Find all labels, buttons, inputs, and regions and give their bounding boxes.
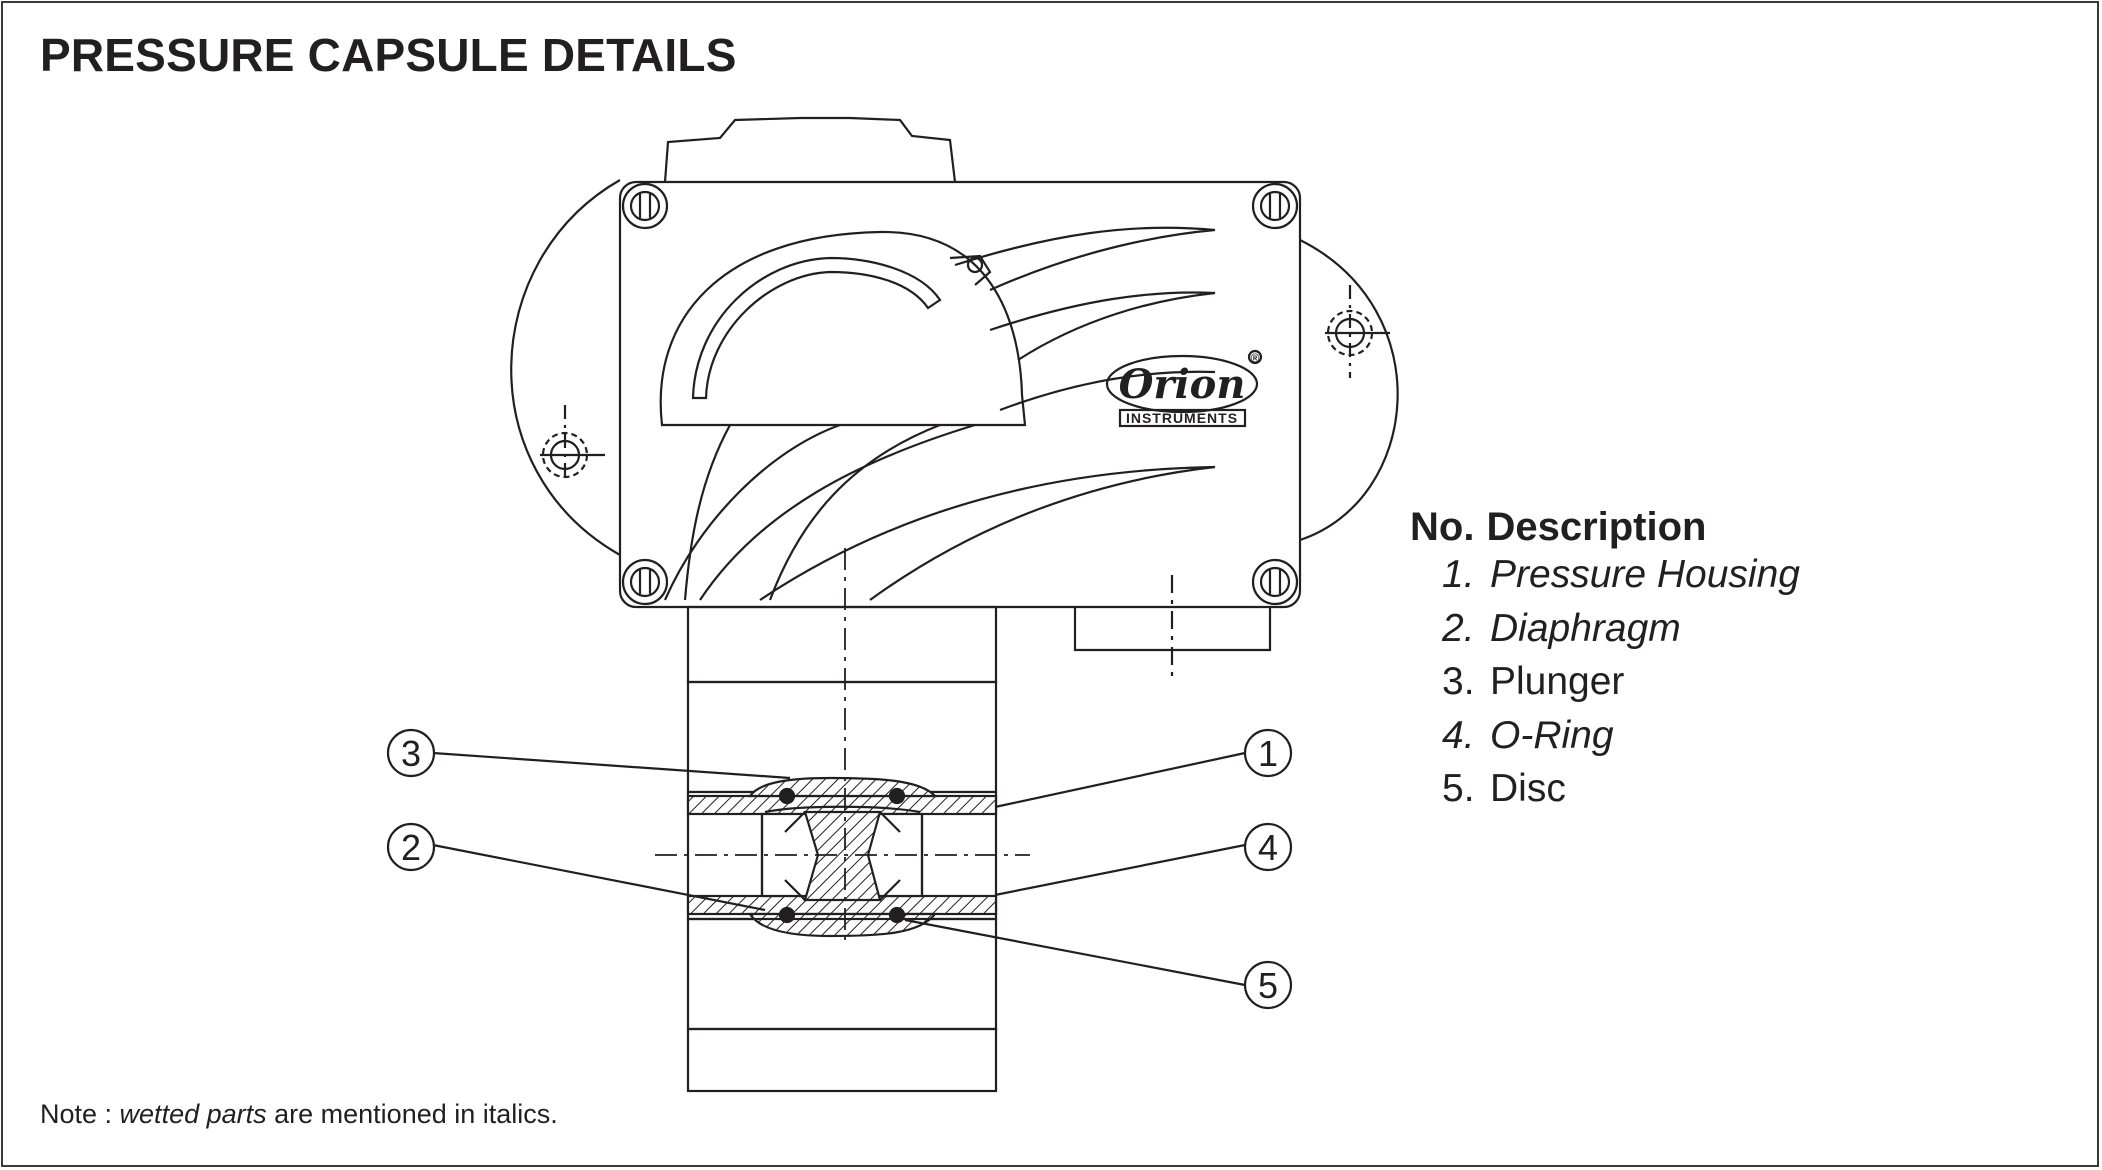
callout-1: 1 [1258, 733, 1278, 774]
callout-circle-5 [1243, 960, 1293, 1010]
swoosh-top [954, 226, 1216, 292]
legend-header-description: Description [1486, 505, 1707, 549]
legend-item-description: Plunger [1490, 660, 1625, 703]
callout-2: 2 [401, 827, 421, 868]
footnote-suffix: are mentioned in italics. [266, 1099, 558, 1129]
legend-item: 1. Pressure Housing [1410, 553, 1930, 607]
logo-registered-mark: ® [1251, 351, 1260, 365]
swoosh-lower [759, 465, 1216, 601]
dial-scale [691, 256, 942, 400]
legend-item-description: Diaphragm [1490, 606, 1681, 650]
legend-header: No.Description [1410, 505, 1930, 553]
legend-header-no: No. [1410, 505, 1475, 549]
leader-1 [994, 751, 1246, 809]
callout-3: 3 [401, 733, 421, 774]
corner-screws [621, 182, 1299, 606]
leader-2 [432, 843, 766, 912]
legend: No.Description 1. Pressure Housing 2. Di… [1410, 505, 1930, 821]
legend-item-number: 3. [1442, 660, 1475, 703]
footnote-italic-part: wetted parts [119, 1099, 267, 1129]
callout-circle-1 [1243, 728, 1293, 778]
pressure-capsule-section [686, 776, 998, 938]
dial-face [659, 230, 1027, 427]
leader-3 [432, 751, 791, 780]
mounting-flange [510, 179, 621, 556]
legend-item-number: 5. [1442, 767, 1475, 810]
legend-item: 5. Disc [1410, 767, 1930, 821]
callout-circle-3 [386, 728, 436, 778]
logo-brand: Orion [1119, 361, 1246, 408]
legend-item-description: Pressure Housing [1490, 553, 1800, 596]
top-cap [663, 116, 957, 183]
leader-4 [994, 843, 1246, 897]
legend-item: 3. Plunger [1410, 660, 1930, 714]
legend-item: 2. Diaphragm [1410, 607, 1930, 661]
callout-circle-2 [386, 822, 436, 872]
legend-item-number: 1. [1442, 553, 1475, 596]
legend-item-description: Disc [1490, 767, 1566, 810]
orion-logo-oval [1105, 354, 1259, 414]
leader-5 [904, 918, 1246, 987]
housing-neck [686, 605, 998, 684]
diagram-title: PRESSURE CAPSULE DETAILS [40, 29, 737, 81]
callout-5: 5 [1258, 965, 1278, 1006]
flange-holes [540, 285, 1390, 480]
legend-item-number: 2. [1442, 606, 1475, 650]
logo-subtitle: INSTRUMENTS [1126, 410, 1238, 426]
callout-4: 4 [1258, 827, 1278, 868]
callout-circle-4 [1243, 822, 1293, 872]
legend-item: 4. O-Ring [1410, 714, 1930, 768]
legend-item-number: 4. [1442, 713, 1475, 757]
footnote-prefix: Note : [40, 1099, 120, 1129]
legend-item-description: O-Ring [1490, 713, 1614, 757]
footnote: Note : wetted parts are mentioned in ita… [40, 1099, 558, 1130]
